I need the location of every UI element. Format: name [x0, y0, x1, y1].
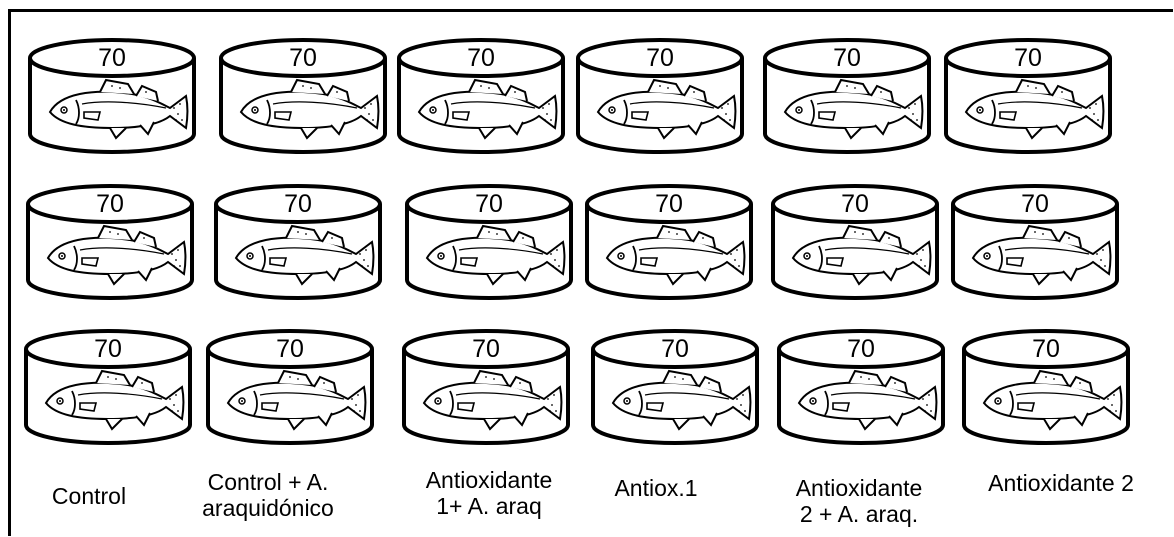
tank-count-label: 70	[847, 335, 875, 363]
tank: 70	[578, 40, 742, 152]
tank: 70	[953, 186, 1117, 298]
tank: 70	[221, 40, 385, 152]
tank-count-label: 70	[646, 44, 674, 72]
tank: 70	[208, 331, 372, 443]
tank: 70	[593, 331, 757, 443]
group-label-line: Control + A.	[158, 469, 378, 495]
tank-count-label: 70	[1021, 190, 1049, 218]
tank-count-label: 70	[475, 190, 503, 218]
tank: 70	[407, 186, 571, 298]
tank: 70	[26, 331, 190, 443]
tank-count-label: 70	[841, 190, 869, 218]
group-label-line: araquidónico	[158, 495, 378, 521]
tank-count-label: 70	[96, 190, 124, 218]
tank-count-label: 70	[467, 44, 495, 72]
group-label-line: Antioxidante 2	[951, 470, 1171, 496]
tank: 70	[946, 40, 1110, 152]
tank: 70	[399, 40, 563, 152]
tank: 70	[765, 40, 929, 152]
tank-count-label: 70	[833, 44, 861, 72]
group-label-line: 2 + A. araq.	[749, 501, 969, 527]
group-label: Antioxidante 2	[951, 470, 1171, 496]
tank-count-label: 70	[276, 335, 304, 363]
group-label-line: Antioxidante	[749, 475, 969, 501]
tank: 70	[28, 186, 192, 298]
tank-count-label: 70	[1032, 335, 1060, 363]
tank: 70	[773, 186, 937, 298]
tank: 70	[587, 186, 751, 298]
tank-count-label: 70	[661, 335, 689, 363]
tank: 70	[30, 40, 194, 152]
tank-count-label: 70	[284, 190, 312, 218]
tank-count-label: 70	[655, 190, 683, 218]
group-label-line: Antiox.1	[546, 475, 766, 501]
tank: 70	[404, 331, 568, 443]
tank: 70	[964, 331, 1128, 443]
tank-count-label: 70	[98, 44, 126, 72]
tank-count-label: 70	[289, 44, 317, 72]
tank: 70	[779, 331, 943, 443]
tank: 70	[216, 186, 380, 298]
group-label: Antiox.1	[546, 475, 766, 501]
group-label: Control + A.araquidónico	[158, 469, 378, 521]
tank-count-label: 70	[472, 335, 500, 363]
tank-count-label: 70	[1014, 44, 1042, 72]
tank-count-label: 70	[94, 335, 122, 363]
